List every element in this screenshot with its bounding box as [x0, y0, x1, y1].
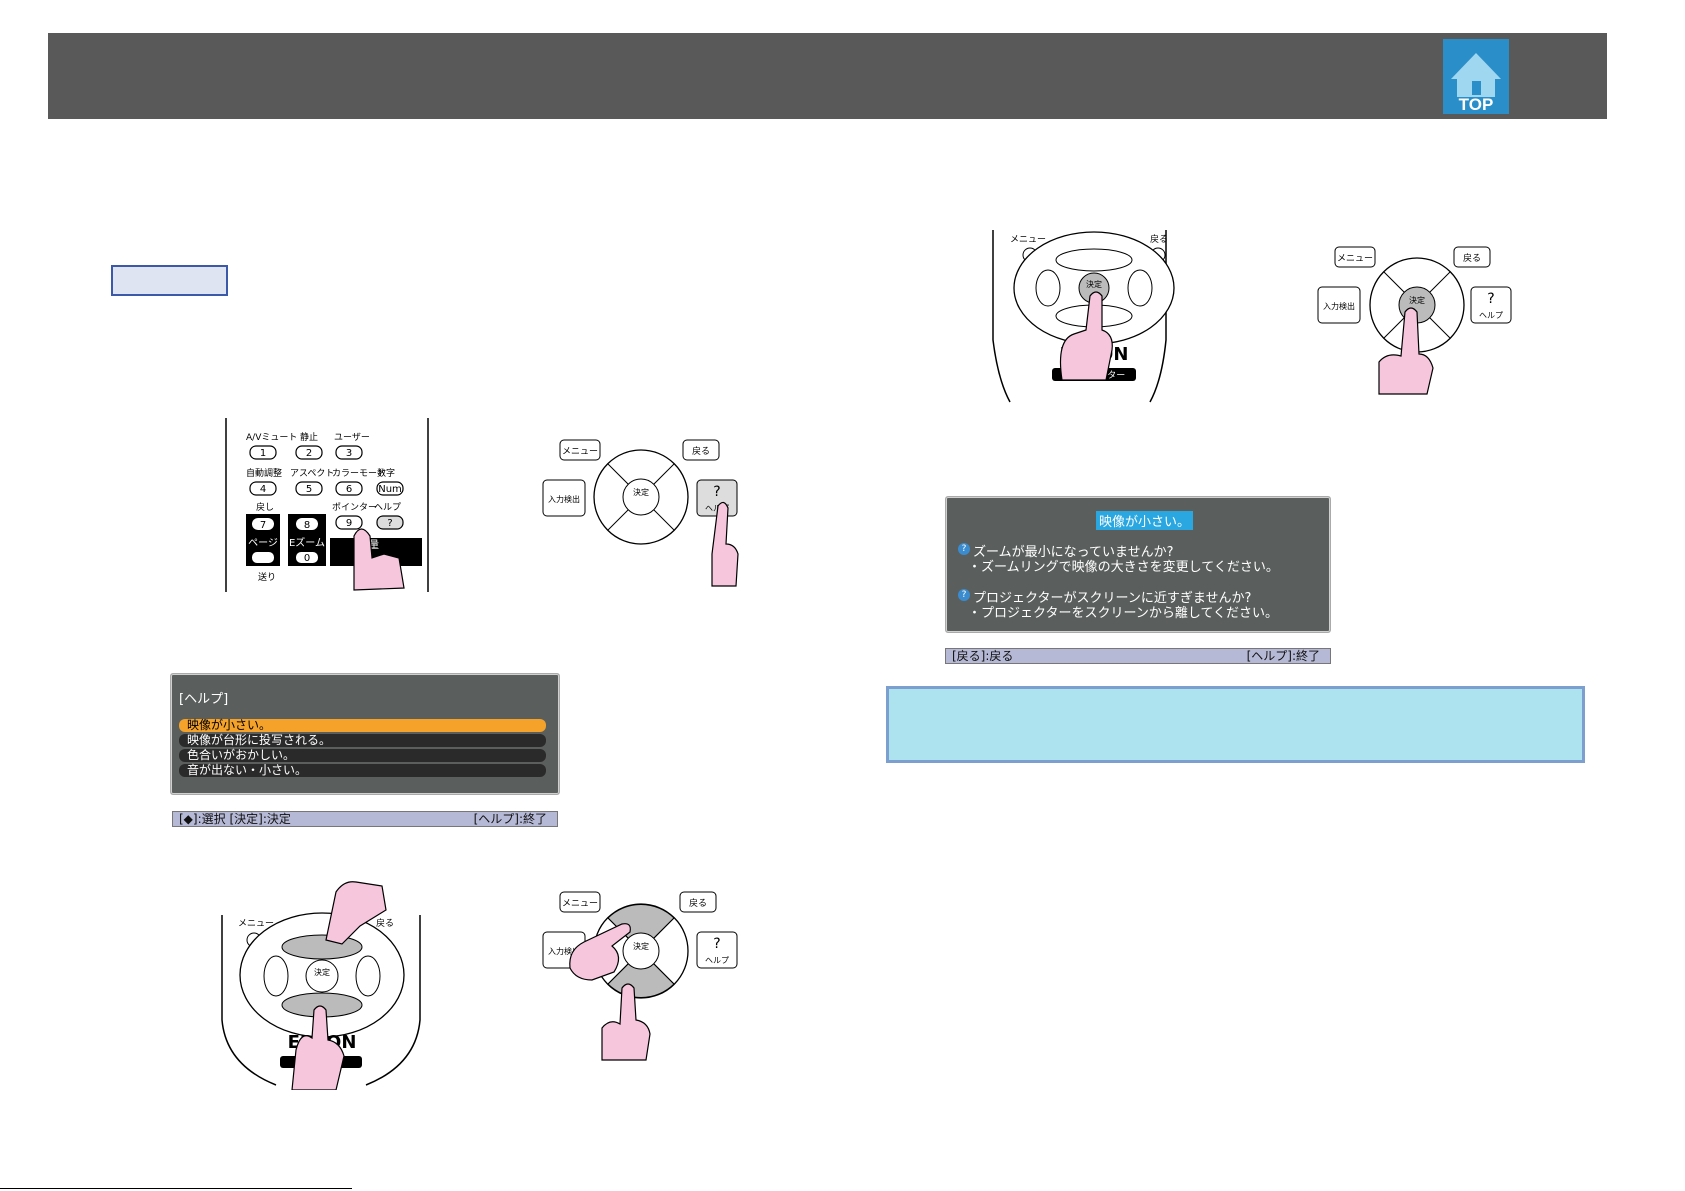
question-icon: ?: [958, 589, 970, 601]
svg-text:6: 6: [346, 484, 352, 495]
help-menu-statusbar: [◆]:選択 [決定]:決定 [ヘルプ]:終了: [172, 811, 558, 827]
svg-text:メニュー: メニュー: [562, 447, 598, 457]
svg-text:Eズーム: Eズーム: [289, 536, 325, 549]
svg-text:7: 7: [260, 520, 266, 531]
key-label-auto: 自動調整: [246, 467, 282, 479]
svg-text:8: 8: [304, 520, 310, 531]
svg-text:メニュー: メニュー: [1337, 254, 1373, 264]
svg-text:戻る: 戻る: [689, 897, 707, 909]
statusbar-right: [ヘルプ]:終了: [1246, 649, 1320, 663]
panel-enter-illustration: メニュー 戻る 入力検出 決定 ? ヘルプ: [1317, 244, 1522, 399]
help-answer: ・プロジェクターをスクリーンから離してください。: [968, 606, 1279, 621]
svg-text:1: 1: [260, 448, 266, 459]
help-question: プロジェクターがスクリーンに近すぎませんか?: [973, 591, 1252, 606]
svg-text:入力検出: 入力検出: [1323, 301, 1355, 311]
svg-text:ページ: ページ: [248, 538, 278, 549]
help-menu-screen: [ヘルプ] 映像が小さい。 映像が台形に投写される。 色合いがおかしい。 音が出…: [170, 673, 560, 795]
svg-text:戻る: 戻る: [1150, 233, 1168, 245]
help-item[interactable]: 映像が台形に投写される。: [179, 734, 546, 747]
help-item[interactable]: 音が出ない・小さい。: [179, 764, 546, 777]
svg-text:?: ?: [387, 518, 392, 529]
svg-text:Num: Num: [378, 484, 402, 495]
help-question: ズームが最小になっていませんか?: [973, 545, 1174, 560]
key-label-freeze: 静止: [300, 431, 318, 443]
key-label-aspect: アスペクト: [290, 468, 334, 479]
svg-text:5: 5: [306, 484, 312, 495]
svg-text:2: 2: [306, 448, 312, 459]
statusbar-right: [ヘルプ]:終了: [473, 812, 547, 826]
svg-text:ヘルプ: ヘルプ: [705, 956, 729, 965]
help-answer: ・ズームリングで映像の大きさを変更してください。: [968, 560, 1279, 575]
question-icon: ?: [958, 543, 970, 555]
svg-text:メニュー: メニュー: [562, 899, 598, 909]
svg-text:決定: 決定: [633, 487, 649, 497]
svg-text:?: ?: [713, 936, 720, 952]
svg-text:戻る: 戻る: [692, 445, 710, 457]
svg-text:メニュー: メニュー: [1010, 235, 1046, 245]
svg-text:決定: 決定: [1409, 295, 1425, 305]
statusbar-left: [戻る]:戻る: [952, 649, 1014, 663]
footer-rule: [0, 1188, 352, 1189]
svg-text:入力検出: 入力検出: [548, 946, 580, 956]
key-label-back: 戻し: [256, 501, 274, 513]
svg-text:?: ?: [713, 484, 720, 500]
remote-enter-illustration: メニュー 戻る 決定 EPSON プロジェクター: [990, 230, 1190, 405]
note-box: [886, 686, 1585, 763]
svg-text:9: 9: [346, 518, 352, 529]
key-label-num: 数字: [377, 467, 395, 479]
key-label-av-mute: A/Vミュート: [246, 433, 297, 443]
help-item[interactable]: 色合いがおかしい。: [179, 749, 546, 762]
svg-text:決定: 決定: [314, 967, 330, 977]
key-label-user: ユーザー: [334, 432, 370, 443]
remote-help-illustration: A/Vミュート 静止 ユーザー 自動調整 アスペクト カラーモード 数字 戻し …: [224, 418, 430, 596]
svg-text:決定: 決定: [1086, 279, 1102, 289]
key-label-color-mode: カラーモード: [332, 468, 386, 479]
help-detail-screen: 映像が小さい。 ? ズームが最小になっていませんか? ・ズームリングで映像の大き…: [945, 496, 1331, 633]
page-header-bar: [48, 33, 1607, 119]
key-label-pointer: ポインター: [332, 502, 377, 513]
help-item[interactable]: 映像が小さい。: [179, 719, 546, 732]
help-detail-statusbar: [戻る]:戻る [ヘルプ]:終了: [945, 648, 1331, 664]
statusbar-left: [◆]:選択 [決定]:決定: [179, 812, 291, 826]
svg-text:?: ?: [1487, 291, 1494, 307]
svg-text:4: 4: [260, 484, 266, 495]
remote-arrow-illustration: メニュー 戻る 決定 EPSON: [216, 870, 422, 1091]
help-menu-title: [ヘルプ]: [179, 692, 229, 707]
procedure-label-box: [111, 265, 228, 296]
svg-text:入力検出: 入力検出: [548, 494, 580, 504]
key-label-forward: 送り: [258, 571, 276, 583]
svg-text:ヘルプ: ヘルプ: [1479, 311, 1503, 320]
top-link-icon[interactable]: TOP: [1443, 39, 1509, 114]
svg-text:戻る: 戻る: [1463, 252, 1481, 264]
panel-help-illustration: メニュー 戻る 入力検出 決定 ? ヘルプ: [540, 436, 745, 591]
panel-arrow-illustration: メニュー 戻る 入力検出 決定 ? ヘルプ: [540, 888, 745, 1063]
help-detail-title: 映像が小さい。: [1096, 511, 1194, 530]
svg-text:決定: 決定: [633, 941, 649, 951]
svg-text:メニュー: メニュー: [238, 919, 274, 929]
key-label-help: ヘルプ: [374, 502, 401, 513]
svg-text:3: 3: [346, 448, 352, 459]
svg-text:ヘルプ: ヘルプ: [705, 504, 729, 513]
top-label: TOP: [1459, 95, 1494, 114]
svg-text:戻る: 戻る: [376, 917, 394, 929]
svg-text:0: 0: [304, 553, 310, 564]
